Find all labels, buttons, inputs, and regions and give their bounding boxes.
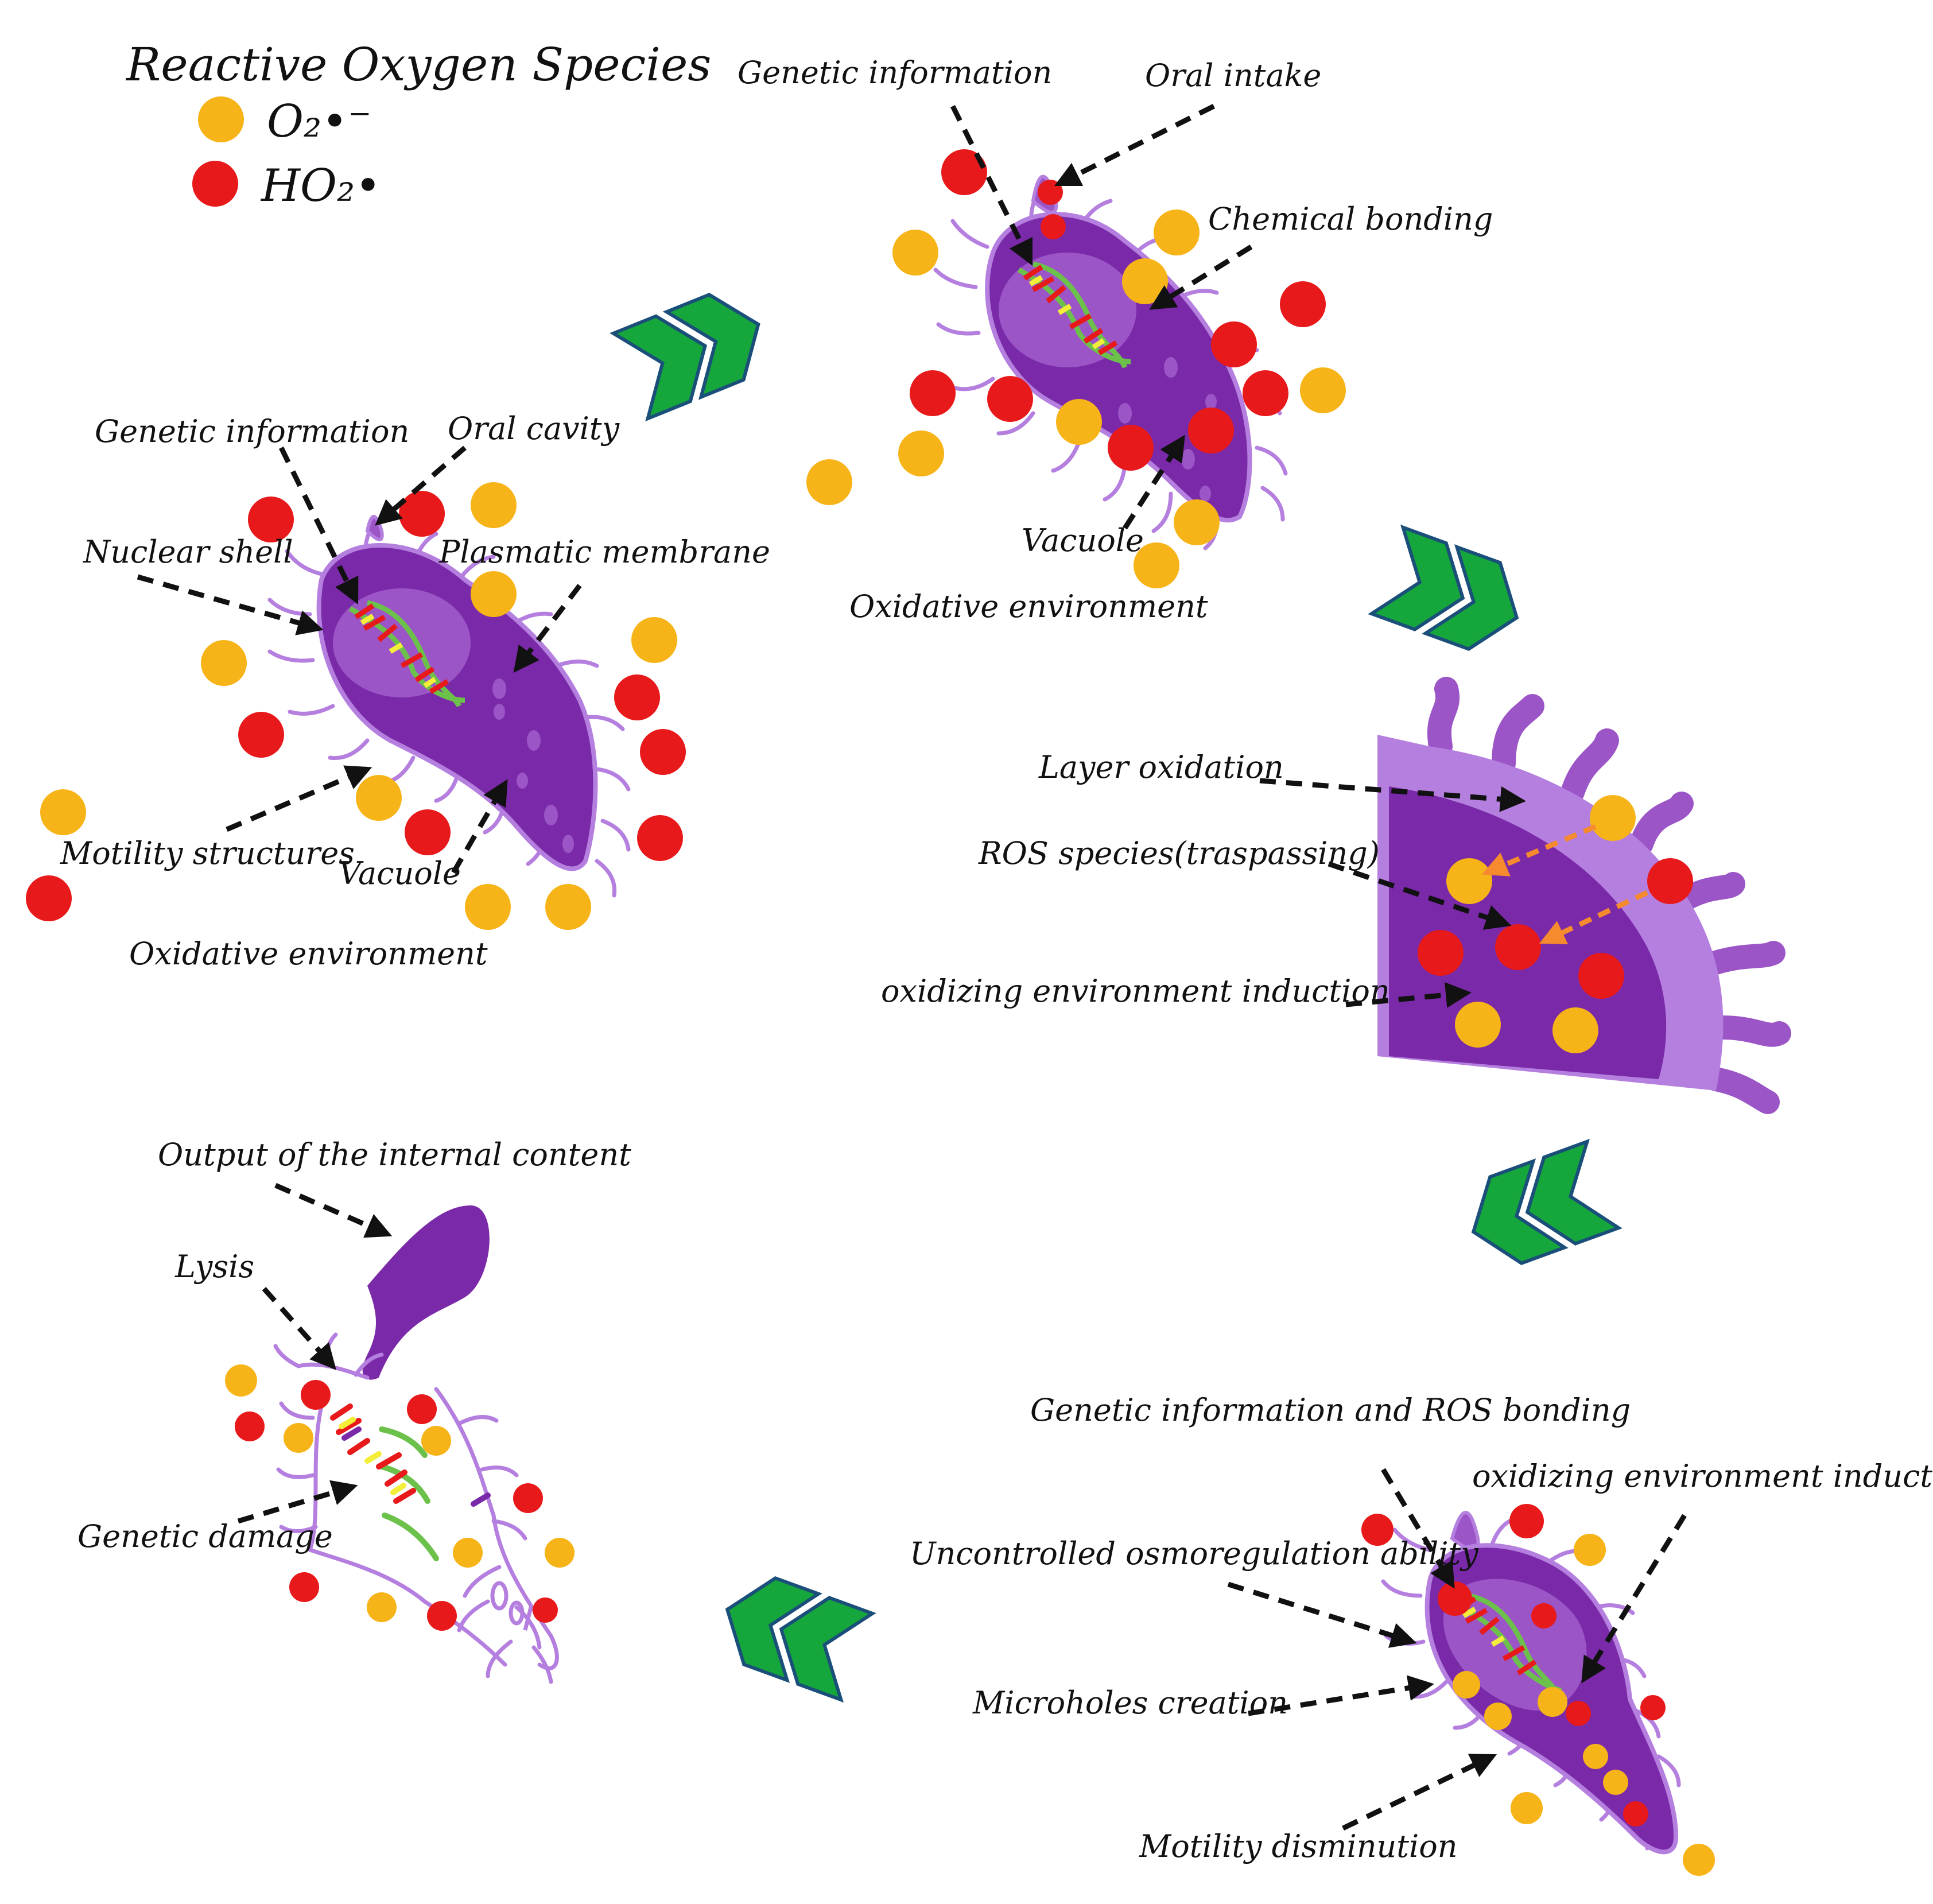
lysis-released-content: [362, 1205, 490, 1380]
flow-chevron-4: [725, 1576, 876, 1703]
intake-cell-body: [985, 212, 1252, 523]
healthy-label-motility-structures: Motility structures: [60, 835, 355, 871]
lysis-label-lysis: Lysis: [174, 1248, 254, 1285]
lysis-pointers: [237, 1182, 393, 1524]
intake-vacuoles: [1003, 301, 1217, 502]
damaged-label-microholes: Microholes creation: [972, 1685, 1288, 1721]
legend-swatch-superoxide: [198, 96, 244, 142]
damaged-label-osmoregulation: Uncontrolled osmoregulation ability: [910, 1535, 1479, 1572]
legend-swatch-hydroperoxyl: [192, 161, 238, 207]
healthy-label-genetic-information: Genetic information: [95, 413, 409, 449]
intake-label-chemical-bonding: Chemical bonding: [1208, 201, 1493, 237]
healthy-nucleus: [333, 588, 471, 697]
membrane-pointers: [1259, 778, 1526, 1008]
flow-chevron-1: [610, 293, 760, 422]
healthy-label-nuclear-shell: Nuclear shell: [82, 534, 293, 570]
stage-intake: Genetic information Oral intake Chemical…: [738, 55, 1493, 625]
stage-damaged-cell: Genetic information and ROS bonding oxid…: [910, 1392, 1933, 1876]
intake-label-genetic-information: Genetic information: [738, 55, 1052, 91]
damaged-label-oxidizing-induction: oxidizing environment induction: [1472, 1458, 1933, 1494]
lysis-label-genetic-damage: Genetic damage: [77, 1518, 333, 1554]
lysis-ros-particles: [225, 1364, 575, 1631]
membrane-protrusions: [1427, 677, 1791, 1114]
damaged-label-genetic-ros-bonding: Genetic information and ROS bonding: [1030, 1392, 1631, 1428]
legend-label-hydroperoxyl: HO₂•: [260, 160, 381, 212]
lysis-label-output-content: Output of the internal content: [158, 1137, 631, 1173]
membrane-label-ros-species: ROS species(traspassing): [978, 835, 1380, 871]
stage-lysis: Output of the internal content Lysis Gen…: [77, 1137, 631, 1684]
healthy-label-vacuole: Vacuole: [339, 855, 461, 891]
damaged-label-motility-diminution: Motility disminution: [1139, 1828, 1458, 1864]
intake-label-vacuole: Vacuole: [1022, 522, 1144, 559]
intake-dna: [1017, 261, 1131, 369]
legend-label-superoxide: O₂•⁻: [267, 96, 371, 148]
stage-healthy-cell: Genetic information Oral cavity Nuclear …: [26, 410, 770, 972]
stage-membrane-oxidation: Layer oxidation ROS species(traspassing)…: [881, 677, 1791, 1114]
flow-chevron-2: [1368, 524, 1519, 652]
legend-title: Reactive Oxygen Species: [125, 38, 711, 91]
healthy-dna: [348, 600, 465, 708]
membrane-label-layer-oxidation: Layer oxidation: [1038, 749, 1284, 785]
intake-ros-particles: [806, 149, 1346, 588]
healthy-label-oxidative-environment: Oxidative environment: [129, 936, 488, 972]
damaged-pointers: [1227, 1468, 1687, 1831]
lysis-vacuole-fragments: [490, 1581, 533, 1631]
healthy-ros-particles: [26, 482, 686, 930]
membrane-label-oxidizing-induction: oxidizing environment induction: [881, 973, 1390, 1009]
damaged-ros-particles: [1361, 1504, 1715, 1876]
intake-label-oral-intake: Oral intake: [1145, 57, 1321, 94]
healthy-vacuoles: [337, 645, 574, 853]
healthy-label-plasmatic-membrane: Plasmatic membrane: [438, 534, 770, 570]
flow-chevron-3: [1471, 1138, 1623, 1266]
healthy-pointers: [137, 445, 582, 874]
lysis-dna-fragments: [330, 1403, 491, 1561]
legend: Reactive Oxygen Species O₂•⁻ HO₂•: [125, 38, 711, 212]
membrane-ros-particles: [1418, 795, 1693, 1053]
intake-label-oxidative-environment: Oxidative environment: [849, 588, 1208, 625]
intake-pointers: [950, 103, 1253, 530]
membrane-trespass-arrows: [1481, 824, 1648, 944]
healthy-label-oral-cavity: Oral cavity: [448, 410, 620, 447]
